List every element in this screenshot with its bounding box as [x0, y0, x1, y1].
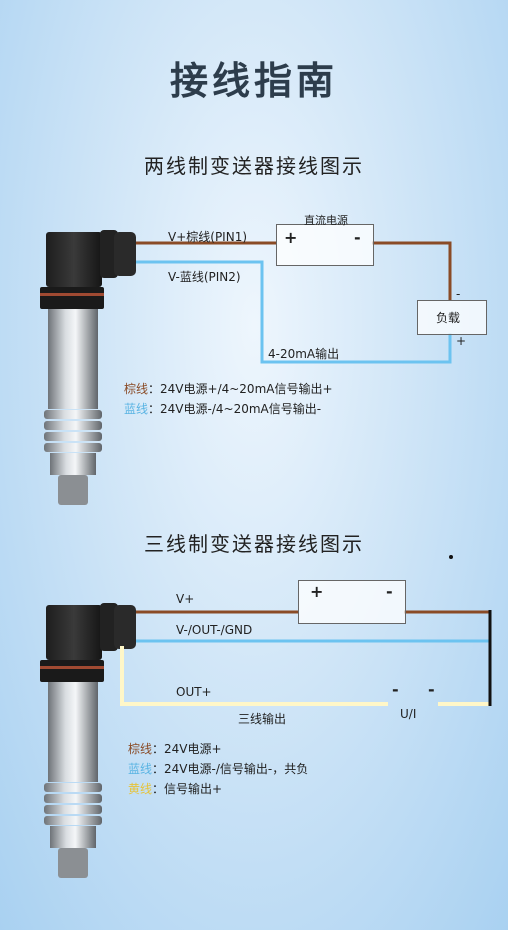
legend-key: 蓝线 [124, 402, 149, 416]
power-plus-three: + [310, 582, 324, 601]
brown-wire-two-b [372, 241, 452, 300]
meter-label: U/I [400, 707, 417, 721]
legend-sep: ： [152, 762, 165, 776]
blue-wire-two [136, 260, 452, 364]
meter-minus-2: - [428, 680, 435, 699]
load-label: 负载 [436, 311, 461, 325]
legend-sep: ： [152, 782, 165, 796]
power-minus-two: - [354, 228, 361, 247]
power-minus-three: - [386, 582, 393, 601]
legend-key: 黄线 [128, 782, 153, 796]
brown-wire-label: V+棕线(PIN1) [168, 230, 248, 244]
load-plus: + [456, 334, 467, 348]
legend-text: 24V电源+/4~20mA信号输出+ [160, 382, 333, 396]
v-minus-label: V-/OUT-/GND [176, 623, 253, 637]
load-minus: - [456, 287, 461, 301]
power-supply-box-two [276, 224, 374, 266]
power-supply-box-three [298, 580, 406, 624]
decorative-dot [449, 555, 453, 559]
legend-text: 24V电源-/信号输出-，共负 [164, 762, 309, 776]
page-title: 接线指南 [169, 59, 338, 103]
legend-blue-three: 蓝线：24V电源-/信号输出-，共负 [128, 760, 308, 777]
legend-brown-two: 棕线：24V电源+/4~20mA信号输出+ [124, 380, 333, 397]
output-label-three: 三线输出 [238, 712, 287, 726]
legend-text: 信号输出+ [164, 782, 223, 796]
yellow-wire-three [120, 646, 388, 706]
legend-sep: ： [148, 402, 161, 416]
legend-brown-three: 棕线：24V电源+ [128, 740, 222, 757]
output-label-two: 4-20mA输出 [268, 347, 340, 361]
v-plus-label: V+ [176, 592, 195, 606]
out-plus-label: OUT+ [176, 685, 212, 699]
power-supply-label: 直流电源 [304, 214, 348, 227]
legend-sep: ： [152, 742, 165, 756]
meter-minus-1: - [392, 680, 399, 699]
legend-yellow-three: 黄线：信号输出+ [128, 780, 222, 797]
pressure-sensor-three-wire [40, 603, 136, 878]
pressure-sensor-two-wire [40, 230, 136, 505]
legend-blue-two: 蓝线：24V电源-/4~20mA信号输出- [124, 400, 321, 417]
legend-key: 蓝线 [128, 762, 153, 776]
two-wire-title: 两线制变送器接线图示 [144, 154, 364, 178]
blue-wire-label: V-蓝线(PIN2) [168, 270, 241, 284]
legend-text: 24V电源+ [164, 742, 222, 756]
legend-text: 24V电源-/4~20mA信号输出- [160, 402, 322, 416]
load-box [417, 300, 487, 335]
legend-sep: ： [148, 382, 161, 396]
legend-key: 棕线 [128, 742, 153, 756]
three-wire-title: 三线制变送器接线图示 [144, 532, 364, 556]
legend-key: 棕线 [124, 382, 149, 396]
power-plus-two: + [284, 228, 298, 247]
